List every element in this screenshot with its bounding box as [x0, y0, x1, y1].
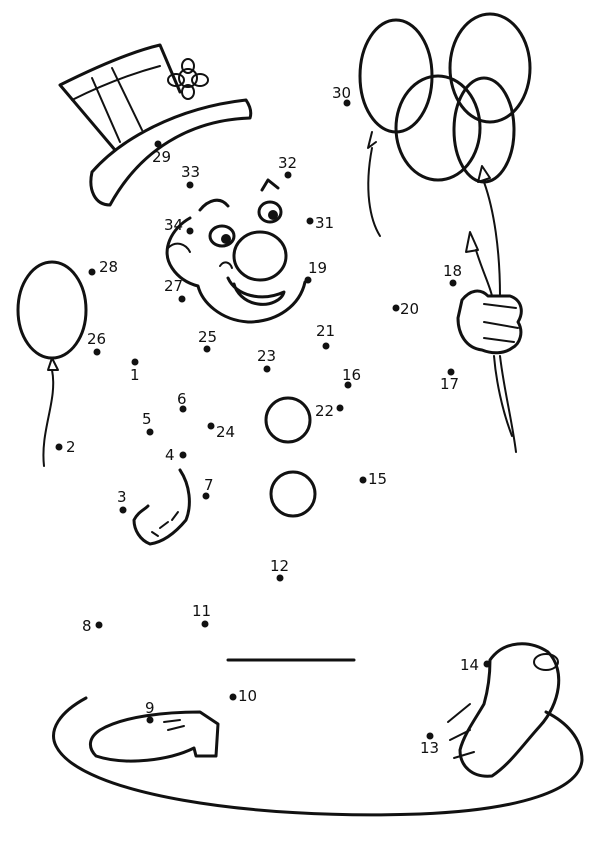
dot-label-29: 29: [152, 148, 171, 166]
dot-label-26: 26: [87, 330, 106, 348]
dot-label-13: 13: [420, 739, 439, 757]
dot-label-33: 33: [181, 163, 200, 181]
dot-29: [154, 140, 162, 148]
dot-10: [229, 693, 237, 701]
dot-label-21: 21: [316, 322, 335, 340]
dot-label-18: 18: [443, 262, 462, 280]
dot-20: [392, 304, 400, 312]
dot-19: [304, 276, 312, 284]
dot-24: [207, 422, 215, 430]
dot-16: [344, 381, 352, 389]
balloon-cluster: [358, 12, 532, 453]
dot-label-31: 31: [315, 214, 334, 232]
dot-label-16: 16: [342, 366, 361, 384]
dot-18: [449, 279, 457, 287]
dot-label-19: 19: [308, 259, 327, 277]
dot-label-22: 22: [315, 402, 334, 420]
dot-label-28: 28: [99, 258, 118, 276]
dot-12: [276, 574, 284, 582]
dot-label-10: 10: [238, 687, 257, 705]
dot-30: [343, 99, 351, 107]
dot-28: [88, 268, 96, 276]
clown-face: [165, 178, 307, 324]
dot-5: [146, 428, 154, 436]
dot-15: [359, 476, 367, 484]
dot-label-6: 6: [177, 390, 187, 408]
dot-label-17: 17: [440, 375, 459, 393]
left-hand: [132, 468, 191, 546]
dot-31: [306, 217, 314, 225]
dot-17: [447, 368, 455, 376]
dot-26: [93, 348, 101, 356]
dot-27: [178, 295, 186, 303]
dot-3: [119, 506, 127, 514]
dot-label-20: 20: [400, 300, 419, 318]
dot-label-8: 8: [82, 617, 92, 635]
dot-6: [179, 405, 187, 413]
dot-label-14: 14: [460, 656, 479, 674]
ground-and-shoes: [52, 642, 584, 817]
dot-label-15: 15: [368, 470, 387, 488]
right-hand: [456, 289, 523, 355]
dot-label-32: 32: [278, 154, 297, 172]
dot-33: [186, 181, 194, 189]
dot-label-1: 1: [130, 366, 140, 384]
dot-label-27: 27: [164, 277, 183, 295]
dot-label-30: 30: [332, 84, 351, 102]
dot-label-7: 7: [204, 476, 214, 494]
dot-7: [202, 492, 210, 500]
dot-32: [284, 171, 292, 179]
dot-25: [203, 345, 211, 353]
dot-label-5: 5: [142, 410, 152, 428]
dot-4: [179, 451, 187, 459]
dot-label-4: 4: [165, 446, 175, 464]
dot-label-25: 25: [198, 328, 217, 346]
dot-label-3: 3: [117, 488, 127, 506]
dot-23: [263, 365, 271, 373]
dot-21: [322, 342, 330, 350]
dot-8: [95, 621, 103, 629]
dot-label-24: 24: [216, 423, 235, 441]
dot-label-12: 12: [270, 557, 289, 575]
dot-9: [146, 716, 154, 724]
dot-label-11: 11: [192, 602, 211, 620]
dot-label-23: 23: [257, 347, 276, 365]
dot-13: [426, 732, 434, 740]
dot-label-34: 34: [164, 216, 183, 234]
single-balloon: [16, 260, 88, 467]
dot-11: [201, 620, 209, 628]
dot-22: [336, 404, 344, 412]
dot-label-2: 2: [66, 438, 76, 456]
dot-1: [131, 358, 139, 366]
dot-34: [186, 227, 194, 235]
dot-2: [55, 443, 63, 451]
dot-label-9: 9: [145, 699, 155, 717]
button-lower: [269, 470, 317, 518]
dot-14: [483, 660, 491, 668]
top-hat: [58, 43, 253, 207]
button-upper: [264, 396, 312, 444]
